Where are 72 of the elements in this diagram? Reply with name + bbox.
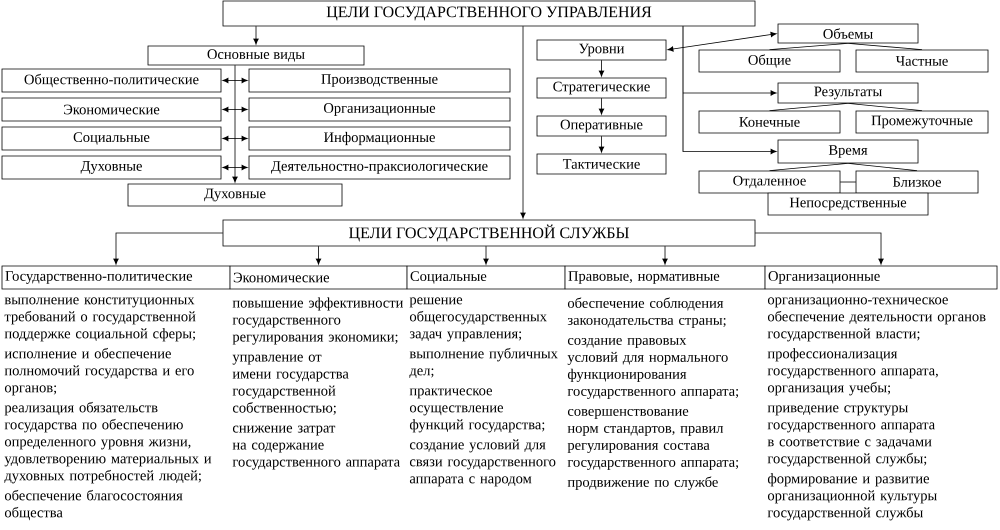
list-item: приведение структуры государственного аппарата в соответствие с задачами государственной службы;: [768, 405, 935, 466]
list-item: выполнение конституционных требований о государственной поддержке социальной сферы;: [4, 297, 196, 342]
category-box: Производственные: [248, 68, 510, 92]
connector-line: [848, 43, 922, 50]
category-box: Общие: [698, 50, 840, 72]
category-box: Объемы: [778, 24, 918, 44]
category-box: Отдаленное: [698, 170, 840, 194]
connector-line: [769, 163, 848, 171]
list-item: реализация обязательств государства по обеспечению определенного уровня жизни, удовлетворению материальных и духовных потребностей людей;: [4, 402, 212, 484]
arrow: [222, 106, 248, 112]
arrow: [598, 136, 604, 153]
connector-line: [848, 103, 922, 111]
arrow: [598, 60, 604, 77]
category-box: Духовные: [2, 156, 222, 180]
column-header-cell: Экономические: [230, 266, 408, 290]
category-box: Время: [778, 140, 918, 164]
list-item: создание условий для связи государственного аппарата с народом: [410, 439, 556, 486]
arrow: [520, 26, 526, 219]
list-item: решение общегосударственных задач управления;: [410, 297, 547, 342]
list-item: создание правовых условий для нормального функционирования государственного аппарата;: [568, 338, 738, 399]
list-item: повышение эффективности государственного регулирования экономики;: [232, 297, 404, 345]
category-box: Непосредственные: [768, 192, 928, 216]
heading-box: ЦЕЛИ ГОСУДАРСТВЕННОГО УПРАВЛЕНИЯ: [222, 0, 756, 26]
list-item: выполнение публичных дел;: [409, 348, 558, 378]
category-box: Результаты: [778, 82, 918, 104]
arrow: [222, 136, 248, 142]
list-item: снижение затрат на содержание государственного аппарата: [232, 426, 400, 470]
list-item: управление от имени государства государственной собственностью;: [232, 354, 349, 415]
connector-line: [769, 43, 848, 50]
arrow: [662, 246, 668, 265]
arrow: [253, 26, 259, 45]
list-item: организационно-техническое обеспечение деятельности органов государственной власти;: [768, 297, 986, 342]
arrow: [232, 65, 238, 183]
category-box: Основные виды: [148, 46, 364, 66]
category-box: Организационные: [248, 98, 510, 122]
column-header-cell: Государственно-политические: [2, 266, 230, 290]
category-box: Частные: [856, 50, 988, 72]
category-box: Промежуточные: [856, 110, 988, 134]
arrow: [598, 98, 604, 115]
list-item: формирование и развитие организационной культуры государственной службы: [768, 473, 937, 520]
category-box: Информационные: [248, 126, 510, 150]
category-box: Близкое: [856, 170, 978, 194]
category-box: Конечные: [698, 110, 840, 134]
arrow: [222, 164, 248, 170]
column-header-cell: Правовые, нормативные: [564, 266, 766, 290]
column-header-cell: Социальные: [406, 266, 566, 290]
connector-line: [848, 163, 918, 171]
category-box: Социальные: [2, 126, 222, 150]
list-item: профессионализация государственного аппарата, организация учебы;: [768, 348, 938, 396]
arrow: [113, 232, 223, 265]
category-box: Тактические: [536, 154, 666, 174]
connector-line: [769, 103, 848, 111]
list-item: продвижение по службе: [568, 476, 718, 490]
category-box: Духовные: [128, 184, 342, 206]
list-item: исполнение и обеспечение полномочий государства и его органов;: [4, 348, 194, 396]
heading-box: ЦЕЛИ ГОСУДАРСТВЕННОЙ СЛУЖБЫ: [222, 220, 756, 246]
list-item: совершенствование норм стандартов, правил регулирования состава государственного аппарата;: [568, 408, 738, 470]
arrow: [755, 232, 884, 265]
list-item: практическое осуществление функций государства;: [410, 388, 544, 432]
category-box: Экономические: [2, 98, 222, 122]
arrow: [222, 78, 248, 84]
category-box: Оперативные: [536, 116, 666, 136]
category-box: Общественно-политические: [2, 68, 222, 92]
category-box: Стратегические: [536, 78, 666, 98]
column-header-cell: Организационные: [764, 266, 998, 290]
category-box: Уровни: [536, 40, 666, 60]
arrow: [667, 32, 777, 52]
category-box: Деятельностно-праксиологические: [248, 156, 510, 180]
list-item: обеспечение благосостояния общества: [4, 490, 183, 520]
arrow: [483, 246, 489, 265]
list-item: обеспечение соблюдения законодательства страны;: [568, 297, 726, 328]
arrow: [316, 246, 322, 265]
